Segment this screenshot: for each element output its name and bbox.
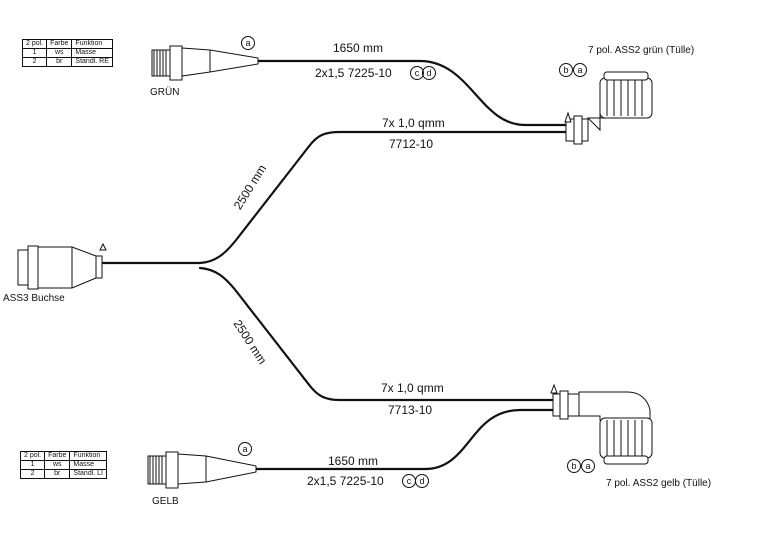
- cable-branch-lower: [198, 266, 555, 402]
- branch-lower-part: 7713-10: [388, 403, 433, 417]
- marker-b-bottom: b: [567, 459, 581, 473]
- pin-table-cell: Standl. RE: [71, 57, 113, 67]
- bottom-cable-length: 1650 mm: [328, 454, 379, 468]
- pin-table-cell: br: [46, 57, 73, 67]
- connector-ass2-gruen: [564, 71, 653, 145]
- pin-table-cell: Masse: [71, 48, 113, 58]
- pin-table-header: 2 pol.: [21, 39, 48, 49]
- pin-table-header: Funktion: [71, 39, 113, 49]
- marker-c-bottom: c: [402, 474, 416, 488]
- pin-table-cell: 1: [21, 48, 48, 58]
- marker-a-top: a: [241, 36, 255, 50]
- branch-upper-spec: 7x 1,0 qmm: [382, 116, 445, 130]
- pin-table-header: Farbe: [46, 39, 73, 49]
- branch-lower-spec: 7x 1,0 qmm: [381, 381, 444, 395]
- pin-table-header: 2 pol.: [19, 451, 46, 461]
- ass3-label: ASS3 Buchse: [3, 293, 65, 304]
- pin-table-bottom: 2 pol. Farbe Funktion 1 ws Masse 2 br St…: [19, 451, 107, 479]
- pin-table-cell: ws: [44, 460, 71, 470]
- connector-gelb: [147, 451, 257, 489]
- pin-table-cell: Masse: [69, 460, 107, 470]
- branch-upper-part: 7712-10: [389, 137, 434, 151]
- marker-a2-top: a: [573, 63, 587, 77]
- pin-table-cell: Standl. LI: [69, 469, 107, 479]
- top-cable-length: 1650 mm: [333, 41, 384, 55]
- connector-gruen: [151, 45, 259, 81]
- top-cable-spec: 2x1,5 7225-10: [315, 66, 392, 80]
- pin-table-cell: 1: [19, 460, 46, 470]
- cable-top-2x15: [256, 59, 568, 127]
- pin-table-top: 2 pol. Farbe Funktion 1 ws Masse 2 br St…: [21, 39, 113, 67]
- ass2-gelb-label: 7 pol. ASS2 gelb (Tülle): [606, 478, 712, 489]
- pin-table-cell: ws: [46, 48, 73, 58]
- marker-b-top: b: [559, 63, 573, 77]
- connector-ass2-gelb: [550, 383, 653, 465]
- cable-bottom-2x15: [254, 408, 555, 471]
- pin-table-cell: 2: [19, 469, 46, 479]
- cable-branch-upper: [198, 130, 568, 265]
- gelb-label: GELB: [152, 496, 179, 507]
- connector-ass3: [17, 242, 107, 290]
- marker-d-bottom: d: [415, 474, 429, 488]
- pin-table-cell: 2: [21, 57, 48, 67]
- ass2-gruen-label: 7 pol. ASS2 grün (Tülle): [588, 45, 695, 56]
- pin-table-cell: br: [44, 469, 71, 479]
- pin-table-header: Funktion: [69, 451, 107, 461]
- marker-d-top: d: [422, 66, 436, 80]
- marker-a-bottom: a: [238, 442, 252, 456]
- pin-table-header: Farbe: [44, 451, 71, 461]
- gruen-label: GRÜN: [150, 87, 180, 98]
- marker-a2-bottom: a: [581, 459, 595, 473]
- bottom-cable-spec: 2x1,5 7225-10: [307, 474, 384, 488]
